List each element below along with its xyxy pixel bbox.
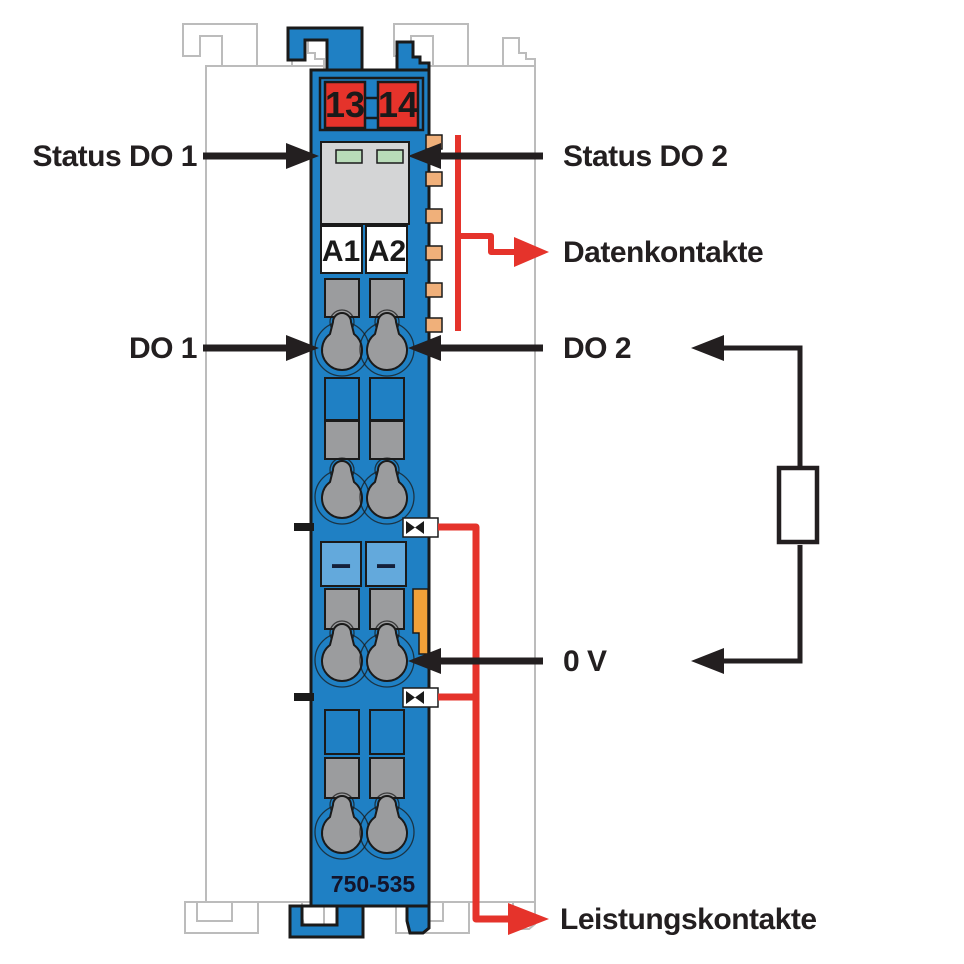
label-do2: DO 2 (563, 332, 631, 365)
terminal-row4-right (359, 792, 415, 860)
channel-a2-box (365, 225, 408, 274)
power-contact-bottom-left-tick (294, 693, 314, 701)
minus-mark-2: − (375, 545, 396, 586)
fuse-frame (318, 76, 425, 132)
polarity-buttons: − − (320, 541, 407, 587)
label-0v: 0 V (563, 645, 607, 678)
channel-labels: A1 A2 (320, 225, 408, 274)
data-contacts-arrowhead (514, 237, 549, 267)
label-status-do1: Status DO 1 (32, 140, 197, 173)
fuse-13-label: 13 (325, 84, 365, 125)
rail-hook-top (286, 26, 364, 72)
status-do1-arrow (203, 143, 319, 169)
power-contacts-arrowhead (508, 903, 549, 935)
channel-a1-box (320, 225, 363, 274)
power-contact-top-left-tick (294, 523, 314, 531)
channel-a2-label: A2 (368, 235, 406, 268)
clamp-openings (324, 278, 405, 799)
minus-button-2 (365, 541, 407, 587)
zero-v-arrow (408, 648, 543, 674)
label-datenkontakte: Datenkontakte (563, 236, 763, 269)
data-contacts (425, 134, 443, 333)
fuse-14-block (376, 80, 420, 130)
minus-mark-1: − (330, 545, 351, 586)
rail-foot-left (288, 904, 365, 939)
led-panel (320, 141, 410, 225)
label-leistungskontakte: Leistungskontakte (560, 903, 817, 936)
status-led-do1 (335, 149, 363, 164)
minus-button-1 (320, 541, 362, 587)
fuse-14-label: 14 (378, 84, 418, 125)
label-do1: DO 1 (129, 332, 197, 365)
fuse-block-group: 13 14 (318, 76, 425, 132)
channel-a1-label: A1 (322, 235, 360, 268)
terminal-row2-right (359, 457, 415, 525)
load-circuit-arrowhead-bottom (691, 648, 724, 674)
power-contacts-callout-line (438, 523, 549, 935)
data-contacts-callout-line (455, 135, 549, 331)
do2-arrow (408, 335, 543, 361)
load-resistor-symbol (776, 465, 820, 545)
status-led-do2 (376, 149, 404, 164)
do1-arrow (203, 335, 319, 361)
label-status-do2: Status DO 2 (563, 140, 728, 173)
rail-foot-right (405, 904, 431, 935)
left-neighbor-module-outline (182, 23, 325, 934)
power-jumper-contact (412, 588, 429, 655)
rail-latch-top-right (395, 40, 431, 72)
part-number: 750-535 (331, 871, 416, 897)
status-do2-arrow (408, 143, 543, 169)
load-circuit-arrowhead-top (691, 335, 724, 361)
fuse-13-block (323, 80, 367, 130)
load-circuit (691, 335, 820, 674)
